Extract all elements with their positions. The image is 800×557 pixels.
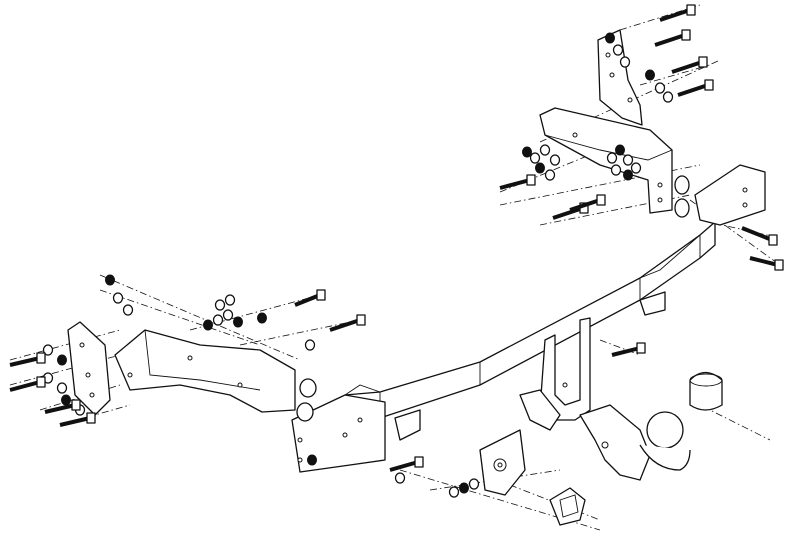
bolt-head (636, 342, 646, 354)
bolt-head (774, 259, 784, 271)
bolt (659, 8, 691, 22)
nut-washer (535, 162, 545, 174)
nut-washer (622, 154, 634, 166)
nut-washer (112, 292, 124, 304)
nut-washer (606, 152, 618, 164)
nut-washer (610, 164, 622, 176)
nut-washer (529, 152, 541, 164)
bolt (329, 318, 361, 332)
nut-washer (630, 162, 642, 174)
nut-washer (257, 312, 267, 324)
left-mounting-plate-front (291, 378, 386, 473)
bolt-head (768, 234, 778, 246)
electrical-socket-plate (479, 429, 526, 496)
nut-washer (233, 316, 243, 328)
fasteners (9, 4, 784, 498)
left-side-bracket (114, 329, 296, 413)
bolt (59, 416, 91, 427)
electrical-socket (549, 487, 586, 526)
bolt (9, 356, 41, 367)
nut-washer (612, 44, 624, 56)
nut-washer (539, 144, 551, 156)
nut-washer (544, 169, 556, 181)
nut-washer (222, 309, 234, 321)
bolt (749, 256, 779, 267)
bolt (654, 33, 686, 47)
nut-washer (203, 319, 213, 331)
bolt-head (704, 79, 714, 91)
nut-washer (212, 314, 224, 326)
bolt-head (71, 399, 81, 411)
bolt (9, 380, 41, 392)
nut-washer (623, 169, 633, 181)
nut-washer (615, 144, 625, 156)
bolt (552, 206, 584, 220)
nut-washer (307, 454, 317, 466)
nut-washer (605, 32, 615, 44)
nut-washer (214, 299, 226, 311)
bolt-head (686, 4, 696, 16)
nut-washer (105, 274, 115, 286)
nut-washer (56, 382, 68, 394)
right-end-plate (674, 164, 766, 226)
bolt-head (36, 376, 46, 388)
tow-ball (579, 404, 691, 481)
bolt-head (86, 412, 96, 424)
hitch-mount-arms (519, 317, 591, 431)
nut-washer (394, 472, 406, 484)
bolt (611, 346, 641, 357)
nut-washer (468, 478, 480, 490)
nut-washer (224, 294, 236, 306)
bolt-head (596, 194, 606, 206)
nut-washer (448, 486, 460, 498)
bolt-head (316, 289, 326, 301)
bolt-head (36, 352, 46, 364)
bolt (44, 403, 76, 414)
bolt (741, 226, 773, 242)
bolt (677, 83, 709, 97)
bolt-head (414, 456, 424, 468)
right-mounting-plate (597, 29, 643, 126)
bolt (569, 198, 601, 212)
nut-washer (57, 354, 67, 366)
nut-washer (619, 56, 631, 68)
bolt-head (698, 56, 708, 68)
bolt (671, 60, 703, 74)
nut-washer (522, 146, 532, 158)
nut-washer (662, 91, 674, 103)
bolt-head (356, 314, 366, 326)
left-mounting-plate (67, 321, 111, 416)
nut-washer (459, 482, 469, 494)
nut-washer (304, 339, 316, 351)
bolt (499, 178, 531, 190)
right-side-bracket (539, 107, 673, 214)
nut-washer (122, 304, 134, 316)
nut-washer (61, 394, 71, 406)
nut-washer (42, 344, 54, 356)
bolt-head (526, 174, 536, 186)
bolt (294, 293, 321, 307)
nut-washer (549, 154, 561, 166)
nut-washer (654, 82, 666, 94)
bolt (389, 460, 419, 472)
nut-washer (645, 69, 655, 81)
bolt-head (681, 29, 691, 41)
tow-ball-cover (689, 371, 723, 411)
